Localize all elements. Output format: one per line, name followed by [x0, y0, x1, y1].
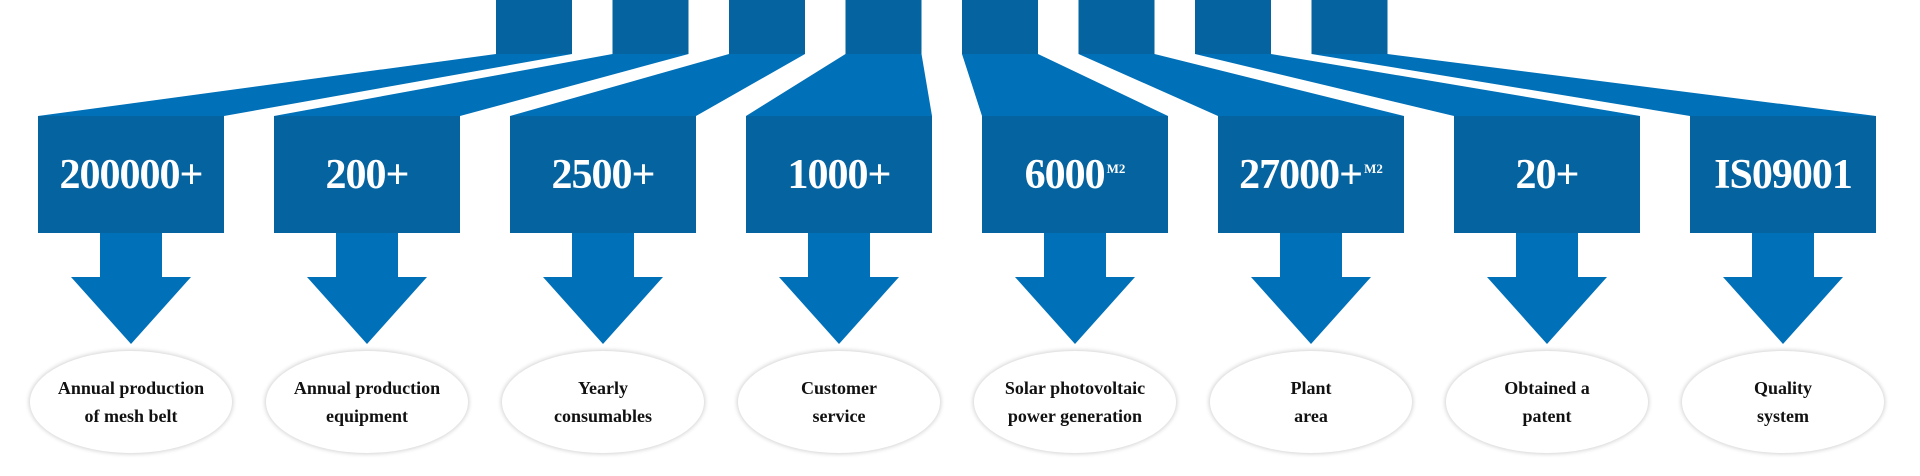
- top-stub: [962, 0, 1038, 54]
- stat-label-line: consumables: [553, 406, 652, 426]
- stat-value-box: IS09001: [1690, 116, 1876, 233]
- down-arrow-icon: [1251, 233, 1371, 344]
- stat-label-oval: Customer service: [738, 351, 940, 453]
- down-arrow-icon: [1015, 233, 1135, 344]
- stat-label-line: service: [812, 406, 866, 426]
- stat-label-line: Yearly: [578, 378, 628, 398]
- stat-value: 200000+: [59, 151, 204, 198]
- stat-value-box: 2500+: [510, 116, 696, 233]
- stat-label-line: Plant: [1290, 378, 1332, 398]
- stat-label-line: power generation: [1007, 406, 1143, 426]
- down-arrow-icon: [543, 233, 663, 344]
- stat-label-oval: Solar photovoltaic power generation: [974, 351, 1176, 453]
- stat-value-box: 200000+: [38, 116, 224, 233]
- stat-label-line: Obtained a: [1504, 378, 1590, 398]
- stat-label-line: Annual production: [57, 378, 205, 398]
- stat-label-line: equipment: [325, 406, 408, 426]
- down-arrow-icon: [1723, 233, 1843, 344]
- stat-value-box: 1000+: [746, 116, 932, 233]
- stat-unit: M2: [1106, 160, 1126, 176]
- stat-value: 27000+: [1239, 151, 1363, 198]
- stat-value: 1000+: [787, 151, 892, 198]
- top-stub: [496, 0, 572, 54]
- top-stub: [1078, 0, 1155, 54]
- stat-label-oval: Quality system: [1682, 351, 1884, 453]
- slanted-connector: [274, 54, 689, 116]
- down-arrow-icon: [1487, 233, 1607, 344]
- top-stub: [612, 0, 689, 54]
- slanted-connector: [510, 54, 805, 116]
- down-arrow-icon: [779, 233, 899, 344]
- top-stub: [845, 0, 922, 54]
- stat-label-oval: Annual production equipment: [266, 351, 468, 453]
- stat-value-box: 20+: [1454, 116, 1640, 233]
- slanted-connector: [38, 54, 572, 116]
- stat-label-line: Quality: [1753, 378, 1812, 398]
- stat-label-oval: Yearly consumables: [502, 351, 704, 453]
- stat-label-line: of mesh belt: [84, 406, 178, 426]
- stat-value-box: 200+: [274, 116, 460, 233]
- stat-value-box: 27000+M2: [1218, 116, 1404, 233]
- stat-label-line: Solar photovoltaic: [1004, 378, 1146, 398]
- stat-value: IS09001: [1714, 151, 1853, 198]
- stat-unit: M2: [1364, 160, 1383, 176]
- stat-label-line: area: [1294, 406, 1328, 426]
- top-stub: [1195, 0, 1271, 54]
- down-arrow-icon: [307, 233, 427, 344]
- stat-value: 200+: [325, 151, 410, 198]
- top-stub: [729, 0, 805, 54]
- slanted-connector: [746, 54, 932, 116]
- stat-label-line: system: [1757, 406, 1809, 426]
- slanted-connector: [962, 54, 1168, 116]
- stat-label-oval: Plant area: [1210, 351, 1412, 453]
- stat-value: 6000: [1024, 151, 1106, 198]
- slanted-connector: [1078, 54, 1404, 116]
- stat-value: 20+: [1515, 151, 1580, 198]
- stat-label-line: patent: [1522, 406, 1572, 426]
- top-stub: [1311, 0, 1388, 54]
- slanted-connector: [1311, 54, 1876, 116]
- stat-label-oval: Obtained a patent: [1446, 351, 1648, 453]
- stat-label-line: Annual production: [293, 378, 441, 398]
- down-arrow-icon: [71, 233, 191, 344]
- slanted-connector: [1195, 54, 1640, 116]
- stat-label-line: Customer: [801, 378, 877, 398]
- stat-label-oval: Annual production of mesh belt: [30, 351, 232, 453]
- stat-value: 2500+: [551, 151, 656, 198]
